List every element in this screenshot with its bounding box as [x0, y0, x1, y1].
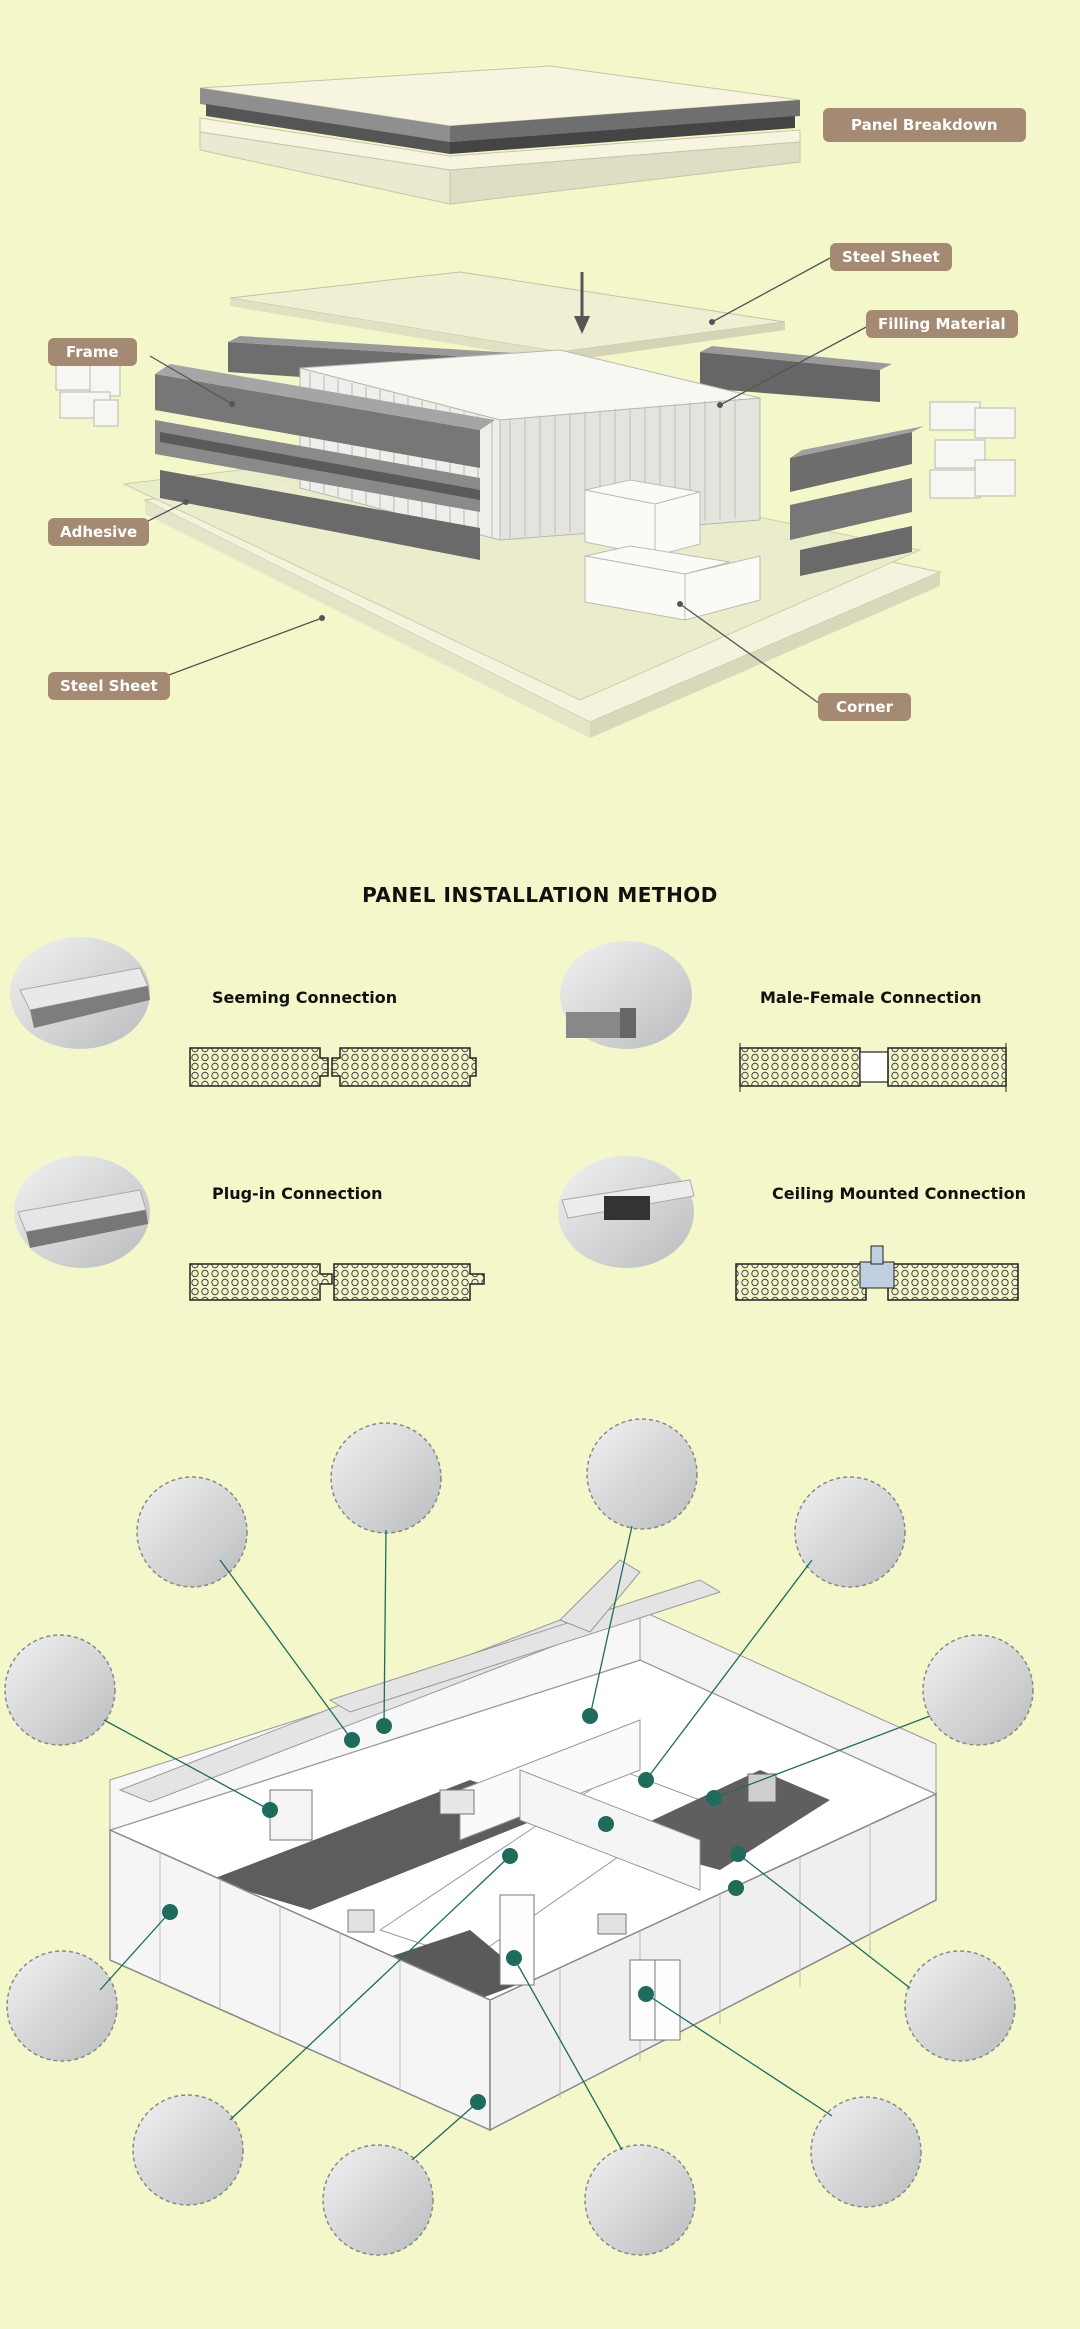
photo-male-female	[560, 941, 692, 1049]
label-steel-sheet-bottom: Steel Sheet	[48, 672, 170, 700]
callout-photos	[4, 1418, 1034, 2256]
diagram-seeming	[189, 1047, 477, 1087]
label-corner: Corner	[818, 693, 911, 721]
diagram-ceiling-mounted	[735, 1245, 1019, 1301]
label-male-female-connection: Male-Female Connection	[760, 988, 982, 1007]
left-corner-piece	[55, 355, 121, 427]
label-ceiling-mounted-connection: Ceiling Mounted Connection	[772, 1184, 1027, 1203]
corner-blocks	[584, 479, 761, 621]
label-adhesive: Adhesive	[48, 518, 150, 546]
label-seeming-connection: Seeming Connection	[212, 988, 398, 1007]
assembled-panel	[199, 65, 801, 205]
photo-seeming	[10, 937, 150, 1049]
label-plug-in-connection: Plug-in Connection	[212, 1184, 383, 1203]
callout-leaders	[99, 1525, 931, 2161]
cleanroom-floor	[108, 1659, 938, 2131]
panel-breakdown-illustration	[55, 65, 1016, 738]
photo-ceiling-mounted	[558, 1156, 695, 1268]
installation-title: PANEL INSTALLATION METHOD	[362, 883, 718, 907]
down-arrow	[574, 272, 590, 334]
label-steel-sheet-top: Steel Sheet	[830, 243, 952, 271]
front-left-wall	[109, 1828, 491, 2132]
label-filling-material: Filling Material	[866, 310, 1018, 338]
front-right-wall	[489, 1792, 937, 2132]
label-panel-breakdown: Panel Breakdown	[823, 108, 1026, 142]
photo-plug-in	[14, 1156, 150, 1268]
air-ducts	[118, 1559, 722, 1803]
diagram-plug-in	[189, 1263, 485, 1301]
diagram-male-female	[739, 1043, 1007, 1092]
leader-lines	[129, 257, 871, 705]
callout-markers	[162, 1708, 746, 2110]
right-corner-piece	[929, 401, 1016, 499]
frame-rails	[155, 364, 924, 576]
label-frame: Frame	[48, 338, 137, 366]
